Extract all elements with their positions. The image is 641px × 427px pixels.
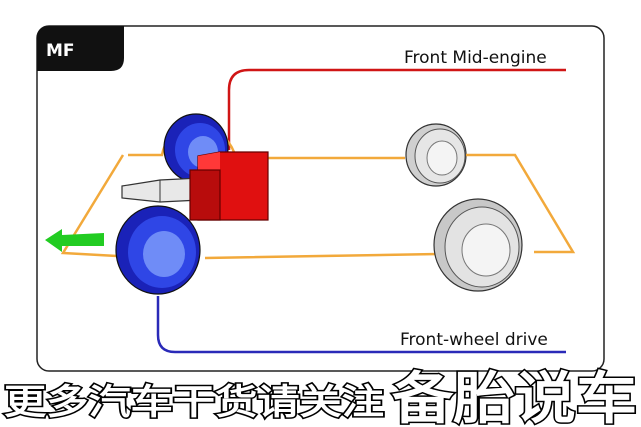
caption-left: 更多汽车干货请关注 [4,383,384,423]
direction-arrow [45,229,104,252]
engine-leader-line [227,68,566,150]
layout-badge [37,26,124,71]
drive-leader-line [156,296,566,354]
front-left-wheel [115,205,201,295]
drive-label: Front-wheel drive [400,330,548,350]
caption-right: 备胎说车 [392,367,637,427]
engine-label: Front Mid-engine [404,48,547,68]
rear-left-wheel [433,198,523,292]
engine-block [189,151,269,221]
layout-badge-text: MF [46,41,75,61]
rear-right-wheel [405,123,467,187]
